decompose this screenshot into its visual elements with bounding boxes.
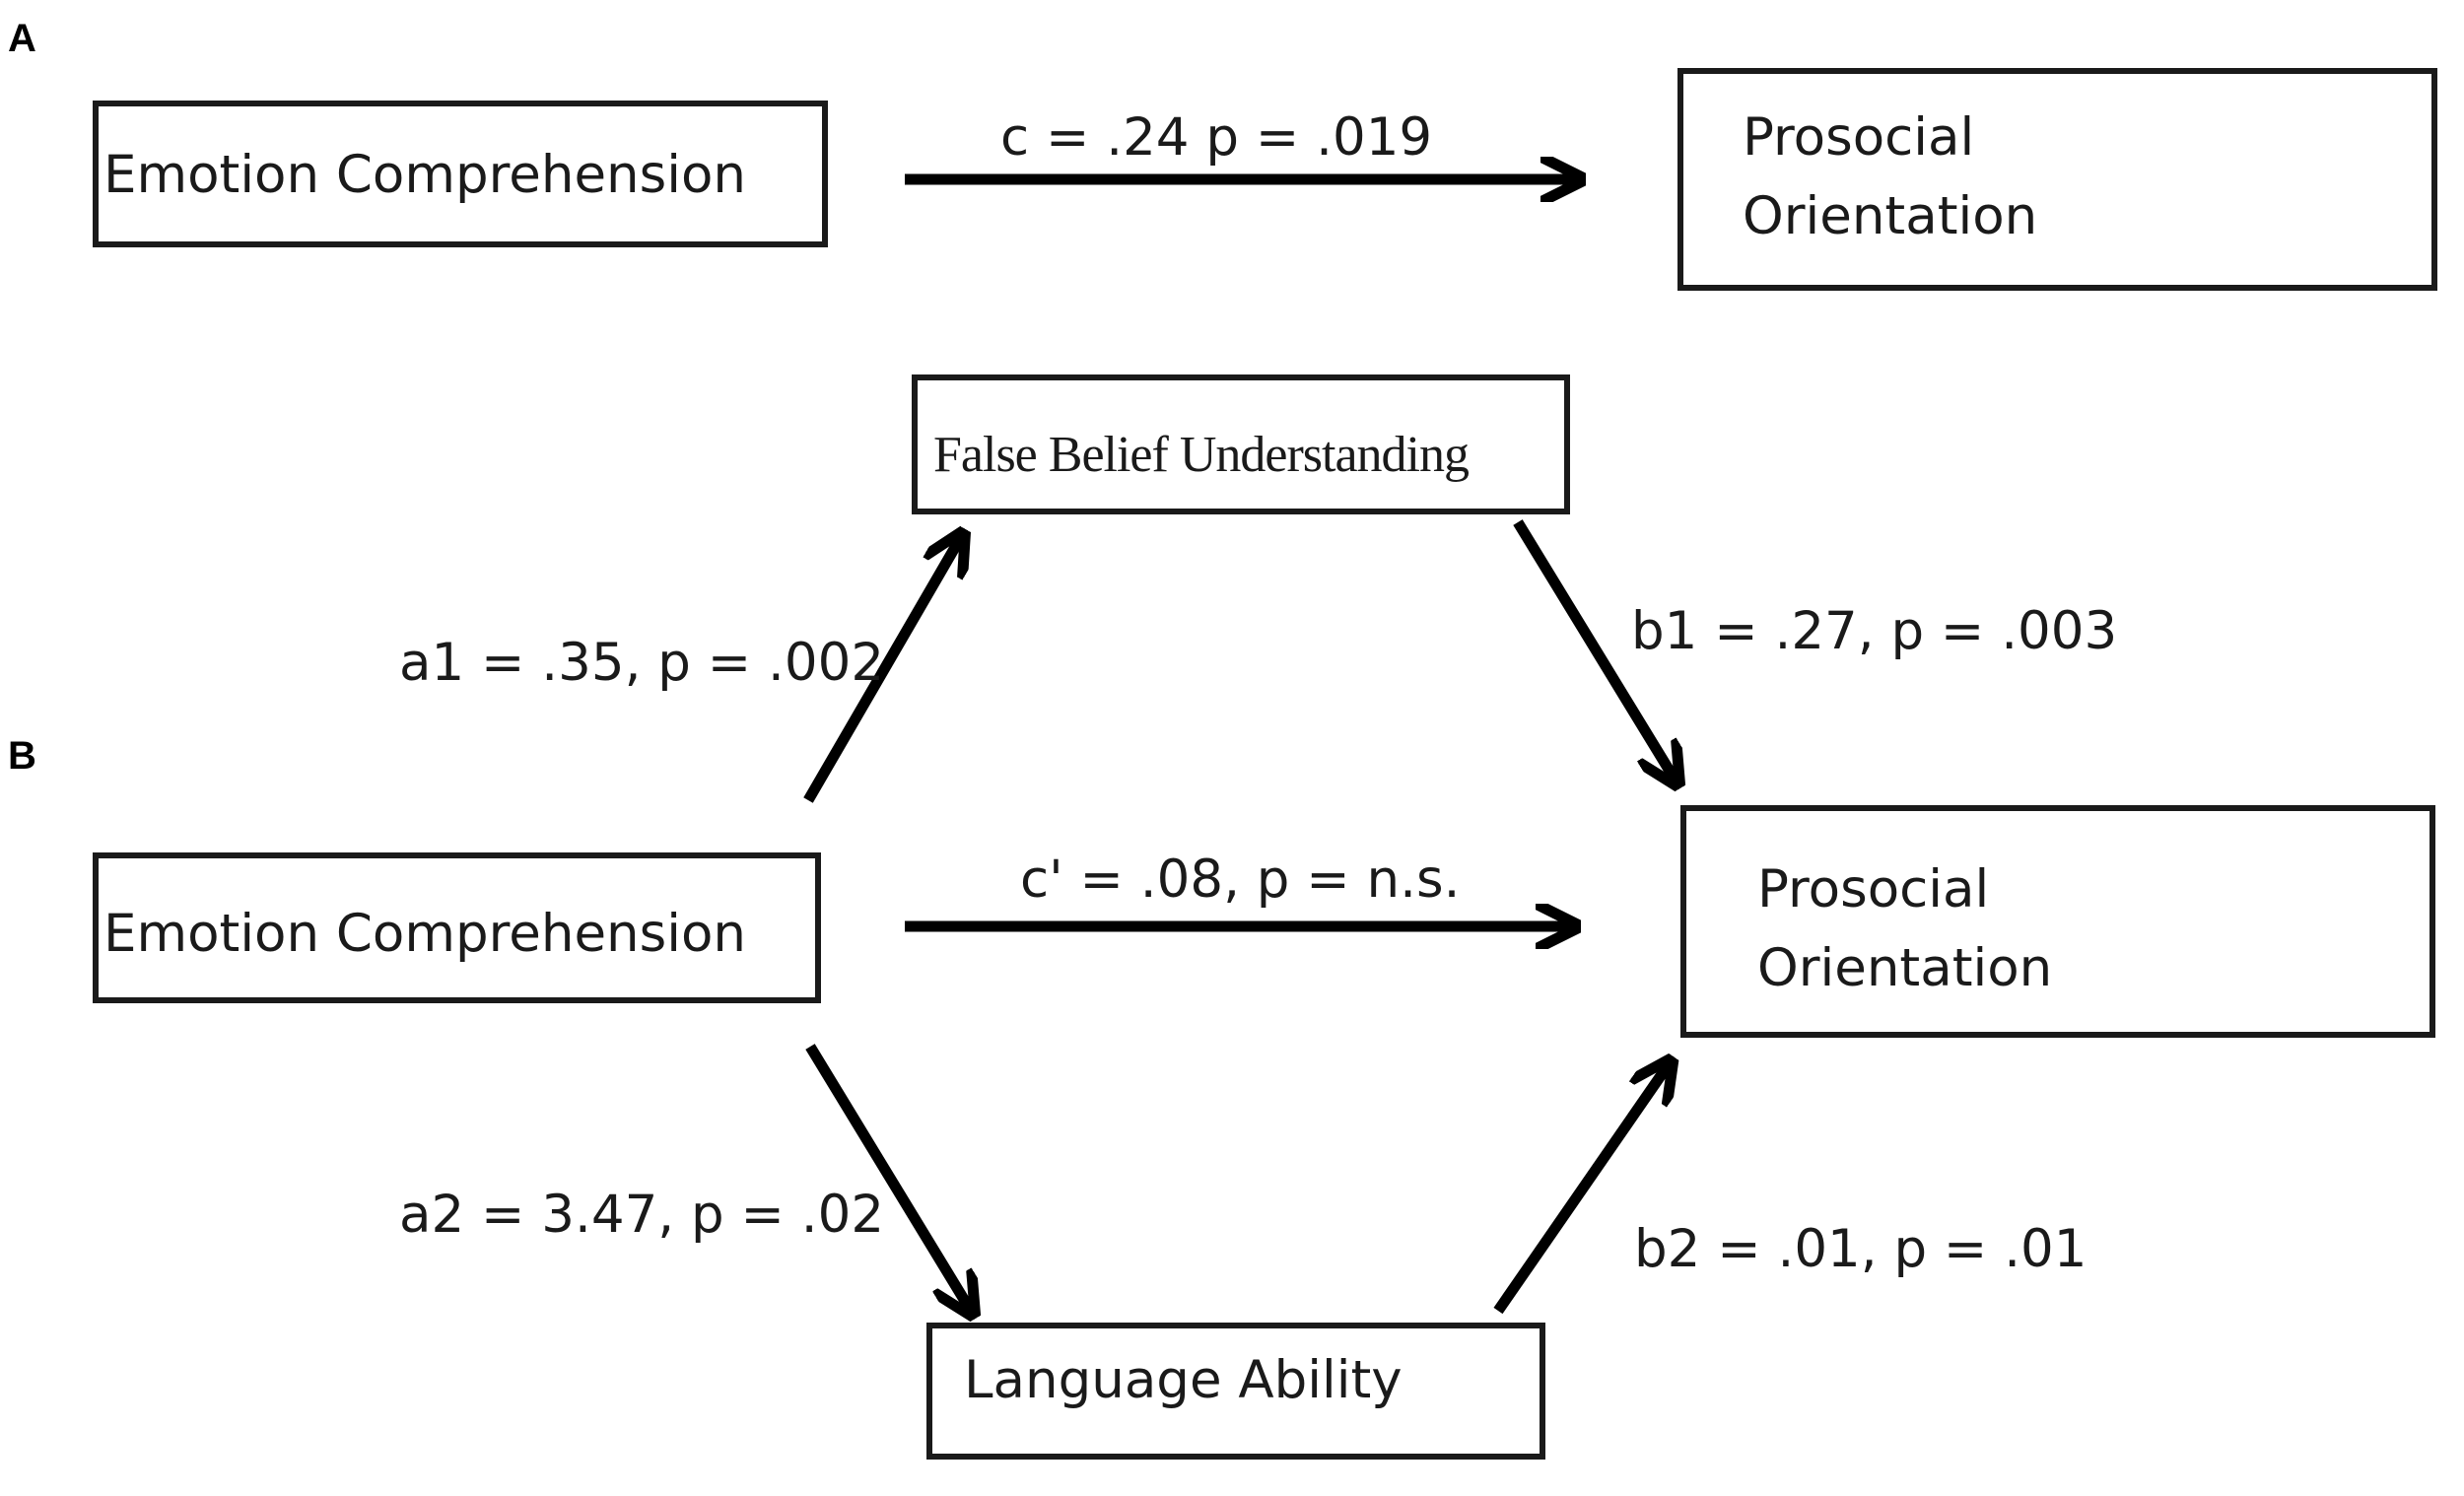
panel-b-path-b2-arrow — [1493, 1064, 1669, 1315]
panel-b-outcome-box — [1680, 805, 2435, 1038]
panel-b-mediator1-box — [912, 374, 1570, 514]
panel-b-mediator1-label: False Belief Understanding — [933, 427, 1470, 483]
panel-b-mediator2-box — [926, 1323, 1545, 1460]
panel-b-path-c-prime-label: c' = .08, p = n.s. — [1020, 850, 1460, 910]
panel-b-path-b1-label: b1 = .27, p = .003 — [1631, 601, 2117, 661]
panel-b-letter: B — [8, 734, 36, 778]
panel-b-path-b1-arrow — [1513, 519, 1676, 781]
panel-b-outcome-label-line1: Prosocial — [1757, 859, 1989, 919]
panel-a-letter: A — [8, 17, 36, 60]
panel-a-predictor-label: Emotion Comprehension — [103, 145, 746, 205]
panel-b-path-a1-arrow — [803, 537, 961, 803]
panel-b-path-a2-label: a2 = 3.47, p = .02 — [399, 1185, 884, 1245]
panel-b-predictor-box — [93, 852, 821, 1003]
panel-a-outcome-box — [1677, 68, 2437, 291]
panel-a-path-c-label: c = .24 p = .019 — [1000, 107, 1432, 168]
panel-b-outcome-label-line2: Orientation — [1757, 938, 2052, 998]
panel-b-path-a2-arrow — [805, 1044, 971, 1311]
panel-b-path-b2-label: b2 = .01, p = .01 — [1634, 1219, 2087, 1279]
panel-b-path-a1-label: a1 = .35, p = .002 — [399, 633, 884, 693]
panel-b-predictor-label: Emotion Comprehension — [103, 904, 746, 964]
panel-a-outcome-label-line1: Prosocial — [1743, 107, 1974, 168]
panel-a-predictor-box — [93, 101, 828, 247]
panel-a-outcome-label-line2: Orientation — [1743, 186, 2037, 246]
panel-b-mediator2-label: Language Ability — [964, 1350, 1403, 1410]
